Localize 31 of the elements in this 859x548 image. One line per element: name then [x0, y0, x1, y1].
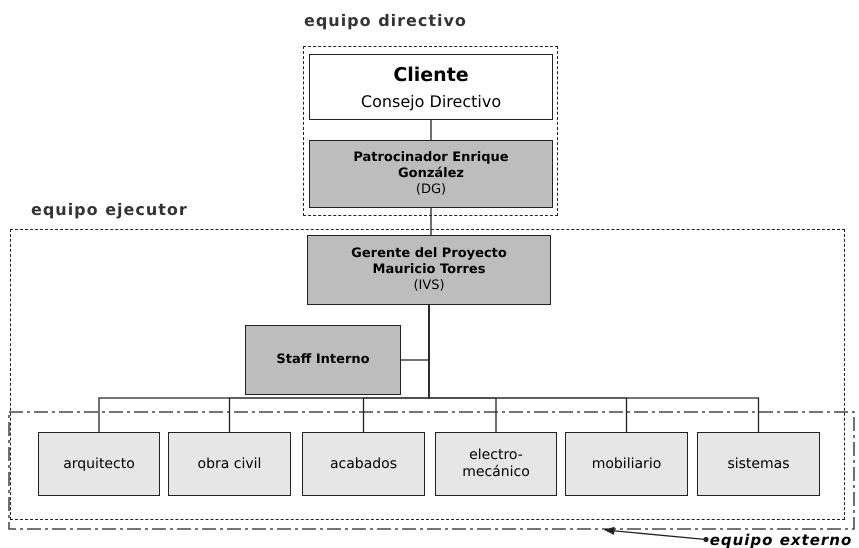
- org-box: [565, 432, 688, 496]
- group-heading: equipo ejecutor: [31, 200, 188, 219]
- org-box: [168, 432, 291, 496]
- org-box: [307, 235, 551, 305]
- box-title: Staff Interno: [276, 352, 370, 368]
- box-label: sistemas: [726, 456, 791, 472]
- box-label: acabados: [328, 456, 398, 472]
- leader-line: [604, 526, 709, 542]
- box-title: Patrocinador Enrique González: [352, 150, 510, 182]
- org-box: [38, 432, 160, 496]
- box-label: obra civil: [196, 456, 262, 472]
- box-subtitle: Consejo Directivo: [360, 92, 502, 110]
- group-frame: [8, 411, 855, 530]
- box-label: mobiliario: [590, 456, 662, 472]
- group-label-text: equipo externo: [710, 530, 852, 548]
- group-heading: equipo directivo: [304, 11, 467, 30]
- box-label: arquitecto: [62, 456, 136, 472]
- org-box: [309, 140, 553, 208]
- org-box: [245, 325, 401, 395]
- org-box: [309, 54, 553, 120]
- org-box: [435, 432, 557, 496]
- connector-line: [430, 120, 432, 140]
- box-title: Cliente: [393, 64, 469, 86]
- connector-line: [430, 208, 432, 235]
- connector-line: [428, 305, 760, 432]
- box-label: electro-mecánico: [461, 447, 531, 481]
- box-title: Gerente del Proyecto Mauricio Torres: [350, 246, 508, 278]
- org-box: [302, 432, 425, 496]
- org-box: [697, 432, 820, 496]
- box-note: (DG): [416, 182, 446, 198]
- box-note: (IVS): [413, 278, 445, 294]
